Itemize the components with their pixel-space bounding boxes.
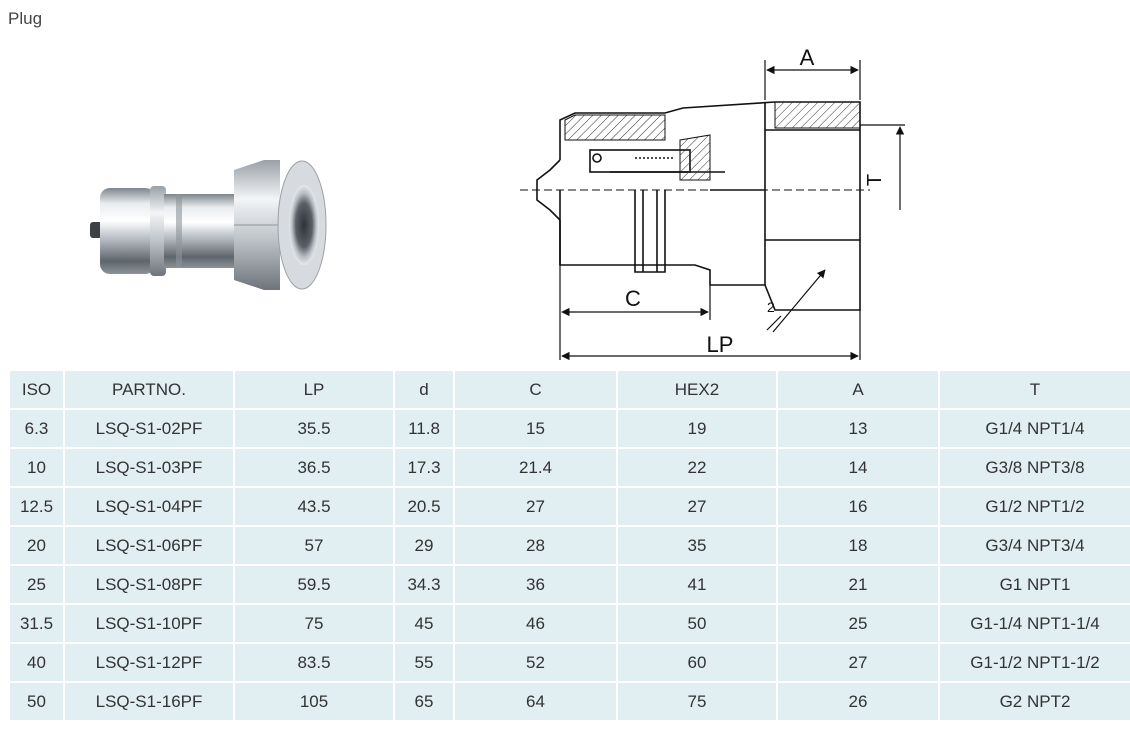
cell-lp: 43.5 [235,488,393,525]
cell-hex2: 35 [618,527,776,564]
specs-table: ISO PARTNO. LP d C HEX2 A T 6.3 LSQ-S1-0… [8,369,1130,722]
cell-a: 14 [778,449,938,486]
label-hex: 2 [767,299,775,315]
dimension-drawing: A T C LP 2 [520,45,905,361]
table-row: 31.5 LSQ-S1-10PF 75 45 46 50 25 G1-1/4 N… [10,605,1130,642]
cell-hex2: 27 [618,488,776,525]
cell-d: 65 [395,683,453,720]
cell-c: 46 [455,605,616,642]
cell-lp: 75 [235,605,393,642]
cell-partno: LSQ-S1-04PF [65,488,233,525]
table-row: 6.3 LSQ-S1-02PF 35.5 11.8 15 19 13 G1/4 … [10,410,1130,447]
cell-iso: 31.5 [10,605,63,642]
cell-d: 55 [395,644,453,681]
cell-c: 28 [455,527,616,564]
cell-t: G3/8 NPT3/8 [940,449,1130,486]
label-a: A [800,45,815,70]
cell-iso: 6.3 [10,410,63,447]
cell-c: 21.4 [455,449,616,486]
cell-d: 11.8 [395,410,453,447]
table-row: 50 LSQ-S1-16PF 105 65 64 75 26 G2 NPT2 [10,683,1130,720]
cell-a: 13 [778,410,938,447]
table-row: 10 LSQ-S1-03PF 36.5 17.3 21.4 22 14 G3/8… [10,449,1130,486]
cell-partno: LSQ-S1-16PF [65,683,233,720]
cell-lp: 57 [235,527,393,564]
cell-t: G1-1/2 NPT1-1/2 [940,644,1130,681]
cell-partno: LSQ-S1-12PF [65,644,233,681]
table-row: 40 LSQ-S1-12PF 83.5 55 52 60 27 G1-1/2 N… [10,644,1130,681]
cell-t: G1-1/4 NPT1-1/4 [940,605,1130,642]
cell-a: 18 [778,527,938,564]
cell-d: 45 [395,605,453,642]
cell-c: 27 [455,488,616,525]
label-lp: LP [707,332,734,357]
cell-iso: 12.5 [10,488,63,525]
cell-a: 25 [778,605,938,642]
cell-partno: LSQ-S1-02PF [65,410,233,447]
header-d: d [395,371,453,408]
cell-t: G1/2 NPT1/2 [940,488,1130,525]
table-row: 25 LSQ-S1-08PF 59.5 34.3 36 41 21 G1 NPT… [10,566,1130,603]
cell-hex2: 19 [618,410,776,447]
cell-c: 64 [455,683,616,720]
label-t: T [864,174,886,186]
cell-hex2: 60 [618,644,776,681]
header-a: A [778,371,938,408]
cell-lp: 59.5 [235,566,393,603]
header-partno: PARTNO. [65,371,233,408]
header-c: C [455,371,616,408]
cell-d: 29 [395,527,453,564]
cell-hex2: 75 [618,683,776,720]
table-row: 12.5 LSQ-S1-04PF 43.5 20.5 27 27 16 G1/2… [10,488,1130,525]
cell-lp: 36.5 [235,449,393,486]
page-title: Plug [8,9,43,28]
cell-t: G3/4 NPT3/4 [940,527,1130,564]
table-row: 20 LSQ-S1-06PF 57 29 28 35 18 G3/4 NPT3/… [10,527,1130,564]
cell-hex2: 50 [618,605,776,642]
label-c: C [625,286,641,311]
cell-lp: 105 [235,683,393,720]
cell-partno: LSQ-S1-03PF [65,449,233,486]
cell-c: 15 [455,410,616,447]
cell-a: 21 [778,566,938,603]
cell-iso: 50 [10,683,63,720]
header-hex2: HEX2 [618,371,776,408]
header-iso: ISO [10,371,63,408]
cell-iso: 25 [10,566,63,603]
header-lp: LP [235,371,393,408]
cell-t: G1 NPT1 [940,566,1130,603]
cell-lp: 83.5 [235,644,393,681]
plug-photo [90,160,327,290]
header-t: T [940,371,1130,408]
cell-c: 36 [455,566,616,603]
cell-t: G1/4 NPT1/4 [940,410,1130,447]
table-header-row: ISO PARTNO. LP d C HEX2 A T [10,371,1130,408]
cell-lp: 35.5 [235,410,393,447]
cell-c: 52 [455,644,616,681]
cell-a: 27 [778,644,938,681]
cell-d: 34.3 [395,566,453,603]
cell-a: 16 [778,488,938,525]
cell-hex2: 41 [618,566,776,603]
cell-d: 20.5 [395,488,453,525]
cell-partno: LSQ-S1-08PF [65,566,233,603]
cell-d: 17.3 [395,449,453,486]
cell-iso: 40 [10,644,63,681]
cell-iso: 10 [10,449,63,486]
cell-partno: LSQ-S1-10PF [65,605,233,642]
cell-partno: LSQ-S1-06PF [65,527,233,564]
cell-a: 26 [778,683,938,720]
cell-iso: 20 [10,527,63,564]
cell-t: G2 NPT2 [940,683,1130,720]
cell-hex2: 22 [618,449,776,486]
